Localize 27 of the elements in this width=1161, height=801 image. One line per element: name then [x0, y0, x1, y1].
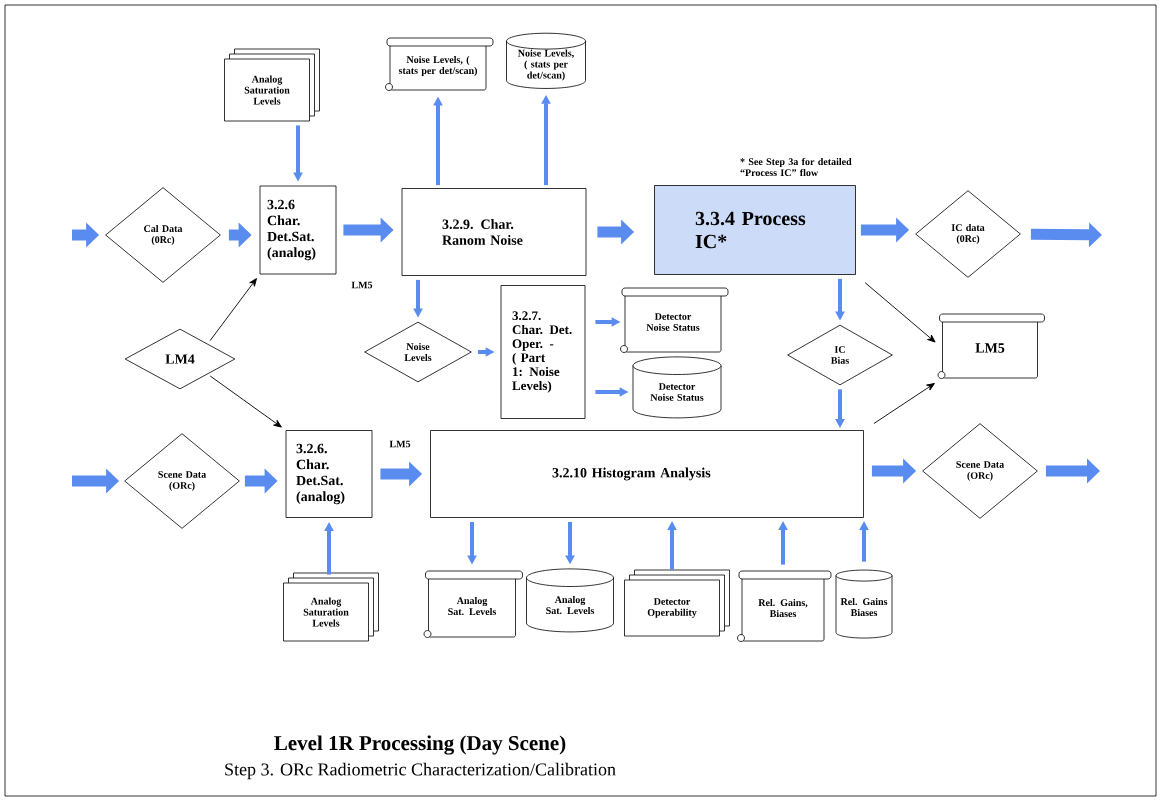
process-box: 3.2.7. Char. Det. Oper. - ( Part 1: Noise Levels) — [500, 285, 586, 419]
side-label: LM5 — [389, 440, 411, 448]
process-box: 3.2.10 Histogram Analysis — [430, 430, 864, 518]
process-box: 3.3.4 Process IC* — [654, 185, 856, 275]
arrow — [864, 282, 936, 343]
scroll-document: Rel. Gains, Biases — [737, 570, 832, 642]
note-text: * See Step 3a for detailed “Process IC” flow — [740, 157, 852, 177]
process-box: 3.2.9. Char. Ranom Noise — [401, 188, 587, 276]
database-cylinder: Analog Sat. Levels — [526, 568, 614, 633]
arrow — [209, 278, 257, 342]
scroll-document: LM5 — [937, 313, 1045, 379]
side-label: LM5 — [351, 281, 373, 289]
arrow — [209, 375, 282, 428]
document-stack: Analog Saturation Levels — [283, 572, 379, 642]
title: Level 1R Processing (Day Scene) — [274, 735, 566, 755]
document-stack: Analog Saturation Levels — [224, 48, 320, 122]
database-cylinder: Detector Noise Status — [632, 356, 722, 419]
scroll-document: Analog Sat. Levels — [423, 570, 523, 638]
document-stack: Detector Operability — [624, 569, 730, 637]
scroll-document: Detector Noise Status — [620, 287, 729, 353]
scroll-document: Noise Levels, ( stats per det/scan) — [385, 37, 494, 91]
process-box: 3.2.6 Char. Det.Sat. (analog) — [259, 185, 337, 275]
database-cylinder: Noise Levels, ( stats per det/scan) — [506, 32, 586, 89]
process-box: 3.2.6. Char. Det.Sat. (analog) — [285, 430, 373, 518]
arrow — [873, 383, 935, 424]
caption: Step 3. ORc Radiometric Characterization/Calibration — [225, 762, 616, 780]
database-cylinder: Rel. Gains Biases — [835, 569, 893, 639]
